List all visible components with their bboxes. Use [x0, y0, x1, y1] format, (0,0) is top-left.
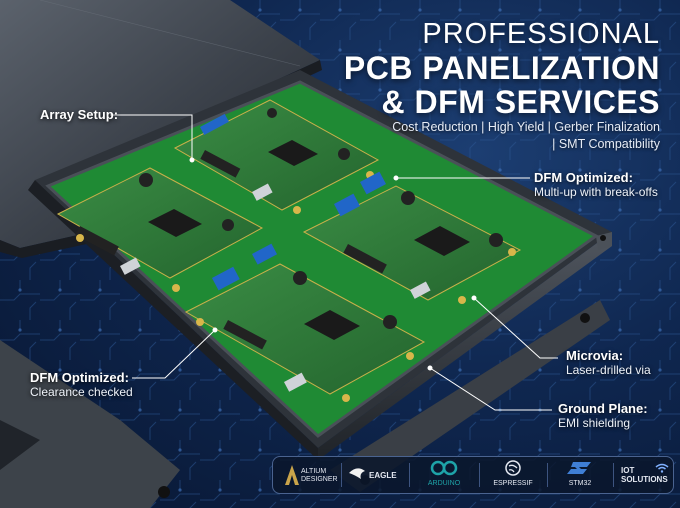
- arduino-logo: ARDUINO: [413, 457, 475, 493]
- title-line-3: & DFM SERVICES: [381, 84, 660, 120]
- title-line-1: PROFESSIONAL: [422, 18, 660, 50]
- logo-divider: [547, 463, 548, 487]
- subtitle-line-1: Cost Reduction | High Yield | Gerber Fin…: [392, 120, 660, 134]
- eagle-logo: EAGLE: [345, 457, 405, 493]
- espressif-label: ESPRESSIF: [493, 480, 533, 487]
- eagle-label: EAGLE: [369, 471, 397, 480]
- iot-logo: IOT SOLUTIONS: [617, 457, 673, 493]
- enclosure-base: [0, 70, 612, 508]
- callout-description: Clearance checked: [30, 385, 133, 399]
- pcb-module-back: [173, 99, 380, 214]
- callout-title: Array Setup:: [40, 107, 119, 122]
- callout-dfm-top: DFM Optimized: Multi-up with break-offs: [534, 170, 658, 199]
- altium-logo: ALTIUM DESIGNER: [279, 457, 338, 493]
- callout-title: Ground Plane:: [558, 401, 648, 416]
- logo-divider: [409, 463, 410, 487]
- partner-logo-bar: ALTIUM DESIGNER EAGLE ARDUINO ESPRE: [272, 456, 674, 494]
- pcb-module-left: [56, 167, 264, 292]
- altium-label-1: ALTIUM: [301, 468, 327, 475]
- iot-label-1: IOT: [621, 466, 635, 475]
- arduino-icon: [430, 460, 458, 476]
- st-icon: [567, 462, 591, 474]
- eagle-icon: [349, 468, 365, 479]
- callout-title: DFM Optimized:: [30, 370, 129, 385]
- callout-dfm-left: DFM Optimized: Clearance checked: [30, 370, 133, 399]
- wifi-icon: [655, 463, 669, 473]
- subtitle-line-2: | SMT Compatibility: [552, 137, 660, 151]
- iot-label-2: SOLUTIONS: [621, 475, 668, 484]
- st-logo: STM32: [551, 457, 609, 493]
- espressif-logo: ESPRESSIF: [483, 457, 543, 493]
- logo-divider: [341, 463, 342, 487]
- callout-array-setup: Array Setup:: [40, 107, 118, 122]
- logo-divider: [479, 463, 480, 487]
- pcb-module-front: [184, 243, 426, 402]
- callout-description: Multi-up with break-offs: [534, 185, 658, 199]
- callout-description: Laser-drilled via: [566, 363, 651, 377]
- stm-label: STM32: [568, 480, 592, 487]
- callout-description: EMI shielding: [558, 416, 631, 430]
- pcb-module-right: [302, 171, 522, 304]
- callout-microvia: Microvia: Laser-drilled via: [566, 348, 651, 377]
- altium-icon: [285, 465, 299, 485]
- arduino-label: ARDUINO: [427, 480, 461, 487]
- callout-title: Microvia:: [566, 348, 624, 363]
- espressif-icon: [505, 460, 521, 476]
- callout-ground-plane: Ground Plane: EMI shielding: [558, 401, 648, 430]
- title-line-2: PCB PANELIZATION: [343, 50, 660, 86]
- callout-title: DFM Optimized:: [534, 170, 633, 185]
- callout-leader-lines: [110, 114, 558, 411]
- altium-label-2: DESIGNER: [301, 476, 338, 483]
- logo-divider: [613, 463, 614, 487]
